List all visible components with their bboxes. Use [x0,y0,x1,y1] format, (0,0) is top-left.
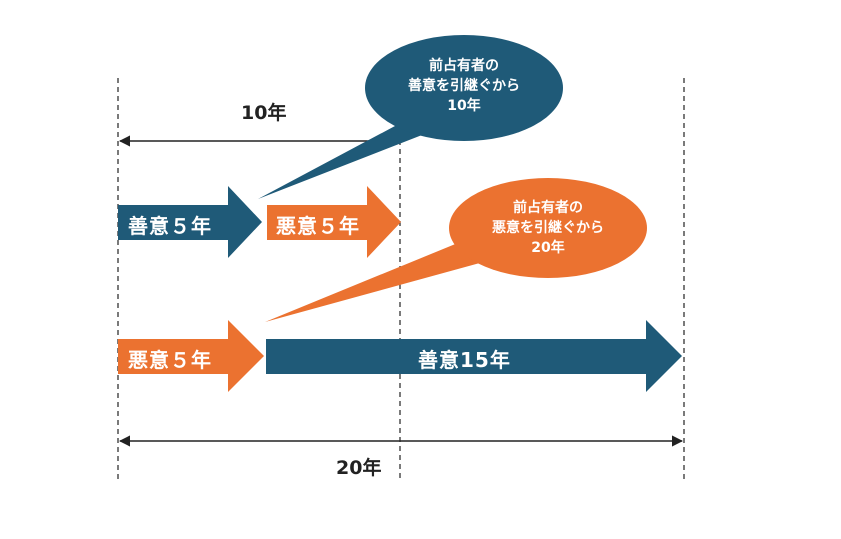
orange-bubble-text: 前占有者の 悪意を引継ぐから 20年 [468,198,628,258]
orange-callout-bubble [449,178,647,278]
orange-callout-tail [265,238,498,322]
span-10-years-label: 10年 [241,102,287,124]
arrow-row1-bad-faith [267,186,401,258]
orange-bubble-line-3: 20年 [531,240,565,256]
arrow-row2-good-faith [266,320,682,392]
orange-bubble-line-1: 前占有者の [513,200,583,216]
arrow-row1-good-label: 善意５年 [128,214,212,238]
arrow-row2-bad-faith [118,320,264,392]
orange-bubble-line-2: 悪意を引継ぐから [492,220,604,236]
blue-callout-bubble [365,35,563,141]
arrow-row2-good-label: 善意15年 [418,348,511,372]
blue-bubble-line-3: 10年 [447,98,481,114]
arrow-row1-good-faith [118,186,262,258]
blue-bubble-line-2: 善意を引継ぐから [408,78,520,94]
span-20-years-label: 20年 [336,457,382,479]
blue-bubble-line-1: 前占有者の [429,58,499,74]
blue-bubble-text: 前占有者の 善意を引継ぐから 10年 [384,56,544,116]
blue-callout-tail [258,118,440,199]
arrow-row2-bad-label: 悪意５年 [128,348,212,372]
arrow-row1-bad-label: 悪意５年 [276,214,360,238]
